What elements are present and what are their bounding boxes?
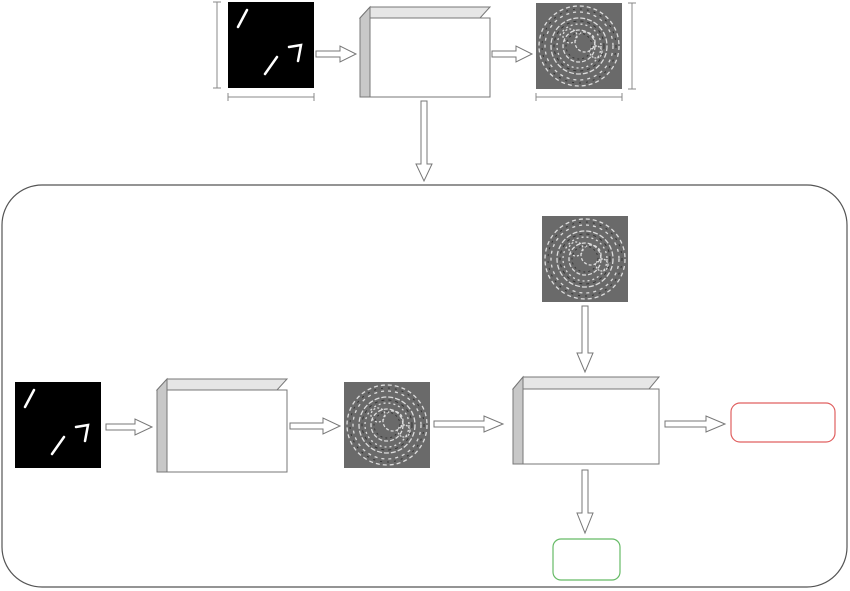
hologram-reference [542,216,628,302]
encoder-box-top [358,5,492,98]
hologram-bottom [344,382,430,468]
arrow-bottom-2 [289,417,342,435]
pipeline-container [1,184,848,588]
arrow-bottom-1 [105,418,154,436]
arrow-to-result-red [664,415,727,433]
input-image-top [228,2,314,88]
arrow-top-2 [491,45,534,63]
result-green [552,538,621,581]
dimension-bracket-horizontal-top-input [227,93,315,101]
input-image-bottom [15,382,101,468]
result-red [730,402,836,443]
arrow-down-to-container [415,100,433,183]
arrow-down-reference [576,305,594,374]
dimension-bracket-vertical-left [213,1,221,89]
encoder-box-bottom [155,377,289,473]
arrow-bottom-3 [433,415,505,433]
dimension-bracket-vertical-right [628,2,636,90]
arrow-to-result-green [576,469,594,535]
compare-box [511,375,661,465]
arrow-top-1 [315,45,358,63]
dimension-bracket-horizontal-hologram [535,93,623,101]
hologram-top [536,3,622,89]
